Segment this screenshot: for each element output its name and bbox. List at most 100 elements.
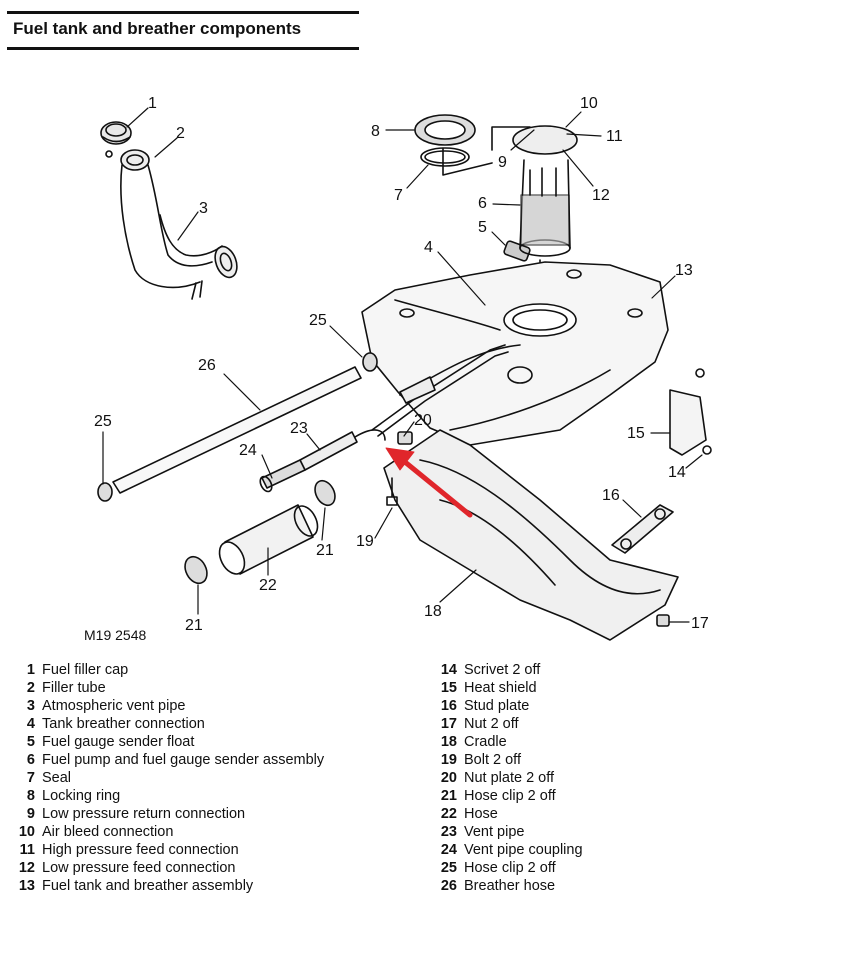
- legend-number: 4: [26, 716, 35, 732]
- hose-clip: [184, 479, 336, 585]
- legend-label: Cradle: [464, 734, 507, 750]
- legend-number: 15: [440, 680, 457, 696]
- legend-number: 8: [26, 788, 35, 804]
- legend-label: Locking ring: [42, 788, 121, 804]
- legend-row: 12 Low pressure feed connection: [6, 859, 324, 877]
- callout-8: 8: [371, 123, 380, 140]
- legend-number: 3: [26, 698, 35, 714]
- assembly-bracket-lines: [442, 126, 531, 176]
- legend-number: 13: [18, 878, 35, 894]
- callout-12: 12: [592, 187, 610, 204]
- legend-number: 22: [440, 806, 457, 822]
- callout-15: 15: [627, 425, 645, 442]
- legend-number: 17: [440, 716, 457, 732]
- legend-number: 6: [26, 752, 35, 768]
- filler-tube: [105, 149, 238, 300]
- legend-number: 12: [18, 860, 35, 876]
- nut-plate: [397, 431, 413, 445]
- legend-number: 19: [440, 752, 457, 768]
- legend-label: Tank breather connection: [42, 716, 205, 732]
- tank-vent-stub: [399, 376, 436, 404]
- legend-label: Hose: [464, 806, 498, 822]
- legend-row: 8 Locking ring: [6, 787, 324, 805]
- callout-9: 9: [498, 154, 507, 171]
- callout-19: 19: [356, 533, 374, 550]
- locking-ring: [414, 114, 476, 146]
- nut: [656, 614, 670, 627]
- vent-pipe: [299, 344, 509, 471]
- leader-lines: [102, 107, 703, 623]
- legend-label: Heat shield: [464, 680, 537, 696]
- legend-number: 20: [440, 770, 457, 786]
- figure-code: M19 2548: [84, 627, 147, 643]
- legend-label: Stud plate: [464, 698, 530, 714]
- legend-label: Low pressure feed connection: [42, 860, 236, 876]
- legend-number: 25: [440, 860, 457, 876]
- legend-label: Nut plate 2 off: [464, 770, 555, 786]
- callout-13: 13: [675, 262, 693, 279]
- legend-number: 14: [440, 662, 457, 678]
- legend-row: 24 Vent pipe coupling: [428, 841, 583, 859]
- callout-25b: 25: [94, 413, 112, 430]
- callout-16: 16: [602, 487, 620, 504]
- legend-label: Breather hose: [464, 878, 556, 894]
- stud-plate: [611, 504, 674, 554]
- legend-number: 9: [26, 806, 35, 822]
- legend-number: 5: [26, 734, 35, 750]
- legend-number: 24: [440, 842, 457, 858]
- legend-number: 21: [440, 788, 457, 804]
- legend-label: Air bleed connection: [42, 824, 174, 840]
- heat-shield: [669, 368, 712, 456]
- callout-numbers: 1 2 3 4 5 6 7 8 9 10 11 12 13 14 15 16 1…: [94, 95, 709, 634]
- legend-row: 26 Breather hose: [428, 877, 583, 895]
- callout-2: 2: [176, 125, 185, 142]
- callout-23: 23: [290, 420, 308, 437]
- callout-5: 5: [478, 219, 487, 236]
- legend-row: 6 Fuel pump and fuel gauge sender assembl…: [6, 751, 324, 769]
- legend-label: Low pressure return connection: [42, 806, 246, 822]
- page-title: Fuel tank and breather components: [13, 19, 302, 38]
- legend-number: 26: [440, 878, 457, 894]
- legend-label: Vent pipe coupling: [464, 842, 583, 858]
- hose: [218, 504, 319, 575]
- legend-row: 25 Hose clip 2 off: [428, 859, 583, 877]
- hose-clip: [97, 352, 378, 502]
- callout-14: 14: [668, 464, 686, 481]
- seal: [420, 147, 470, 167]
- legend-number: 10: [18, 824, 35, 840]
- callout-20: 20: [414, 412, 432, 429]
- legend-number: 7: [26, 770, 35, 786]
- fuel-pump-sender-assembly: [512, 125, 578, 326]
- highlight-arrow: [385, 447, 473, 518]
- legend-label: Atmospheric vent pipe: [42, 698, 186, 714]
- legend-row: 20 Nut plate 2 off: [428, 769, 583, 787]
- callout-17: 17: [691, 615, 709, 632]
- callout-26: 26: [198, 357, 216, 374]
- legend-row: 22 Hose: [428, 805, 583, 823]
- callout-11: 11: [606, 128, 623, 145]
- legend-number: 23: [440, 824, 457, 840]
- legend-label: Fuel pump and fuel gauge sender assembly: [42, 752, 325, 768]
- callout-22: 22: [259, 577, 277, 594]
- legend-label: Nut 2 off: [464, 716, 519, 732]
- legend-row: 13 Fuel tank and breather assembly: [6, 877, 324, 895]
- legend-row: 15 Heat shield: [428, 679, 583, 697]
- fuel-tank: [361, 261, 669, 446]
- callout-21a: 21: [185, 617, 203, 634]
- callout-21b: 21: [316, 542, 334, 559]
- legend-number: 11: [19, 842, 35, 858]
- title-rule-bottom: [7, 47, 359, 50]
- legend-label: Vent pipe: [464, 824, 525, 840]
- legend-label: Fuel tank and breather assembly: [42, 878, 254, 894]
- legend-label: Fuel filler cap: [42, 662, 129, 678]
- legend-label: Hose clip 2 off: [464, 788, 556, 804]
- legend-label: Hose clip 2 off: [464, 860, 556, 876]
